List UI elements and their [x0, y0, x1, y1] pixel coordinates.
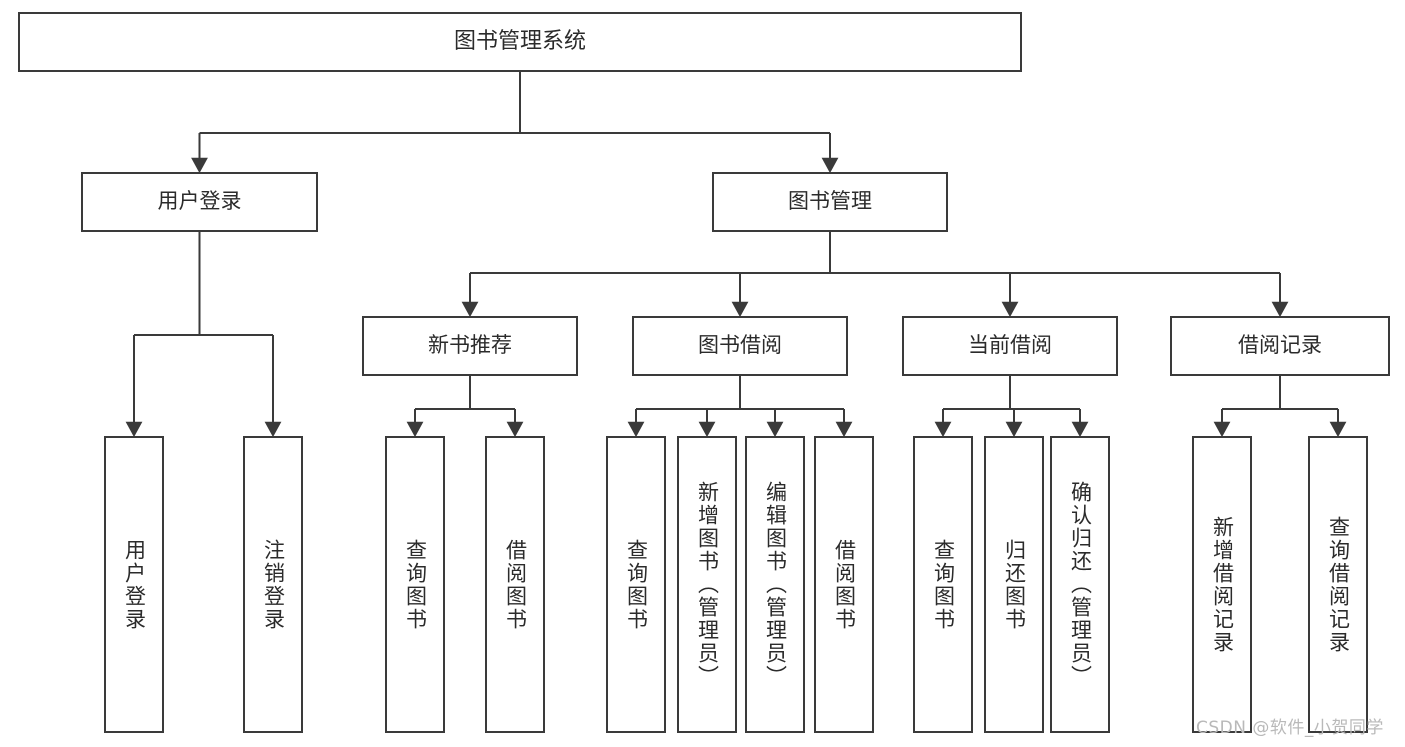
node-label: 借阅图书: [832, 538, 857, 631]
node-label: 归还图书: [1002, 538, 1027, 631]
node-label: 新书推荐: [428, 333, 512, 358]
node-n-query[interactable]: 查询图书: [385, 436, 445, 733]
node-label: 确认归还（管理员）: [1068, 481, 1093, 688]
node-label: 编辑图书（管理员）: [763, 481, 788, 688]
node-label: 借阅图书: [503, 538, 528, 631]
node-label: 查询图书: [403, 538, 428, 631]
node-borrow[interactable]: 图书借阅: [632, 316, 848, 376]
node-n-borrow[interactable]: 借阅图书: [485, 436, 545, 733]
node-b-lend[interactable]: 借阅图书: [814, 436, 874, 733]
node-label: 借阅记录: [1238, 333, 1322, 358]
node-l-login[interactable]: 用户登录: [104, 436, 164, 733]
node-label: 新增借阅记录: [1210, 515, 1235, 654]
node-label: 图书管理: [788, 189, 872, 214]
node-label: 新增图书（管理员）: [695, 481, 720, 688]
node-label: 图书借阅: [698, 333, 782, 358]
node-newbook[interactable]: 新书推荐: [362, 316, 578, 376]
node-r-add[interactable]: 新增借阅记录: [1192, 436, 1252, 733]
node-root[interactable]: 图书管理系统: [18, 12, 1022, 72]
node-b-query[interactable]: 查询图书: [606, 436, 666, 733]
node-login[interactable]: 用户登录: [81, 172, 318, 232]
node-c-query[interactable]: 查询图书: [913, 436, 973, 733]
node-label: 用户登录: [157, 189, 242, 214]
node-records[interactable]: 借阅记录: [1170, 316, 1390, 376]
node-label: 查询借阅记录: [1326, 515, 1351, 654]
node-b-edit[interactable]: 编辑图书（管理员）: [745, 436, 805, 733]
node-label: 查询图书: [931, 538, 956, 631]
node-label: 图书管理系统: [453, 28, 586, 54]
node-b-add[interactable]: 新增图书（管理员）: [677, 436, 737, 733]
node-c-confirm[interactable]: 确认归还（管理员）: [1050, 436, 1110, 733]
node-l-logout[interactable]: 注销登录: [243, 436, 303, 733]
node-bookmgmt[interactable]: 图书管理: [712, 172, 948, 232]
node-label: 注销登录: [261, 538, 286, 631]
node-label: 用户登录: [122, 538, 147, 631]
edge-paths: [125, 72, 1347, 438]
node-r-query[interactable]: 查询借阅记录: [1308, 436, 1368, 733]
node-current[interactable]: 当前借阅: [902, 316, 1118, 376]
node-label: 查询图书: [624, 538, 649, 631]
node-c-return[interactable]: 归还图书: [984, 436, 1044, 733]
node-label: 当前借阅: [968, 333, 1052, 358]
